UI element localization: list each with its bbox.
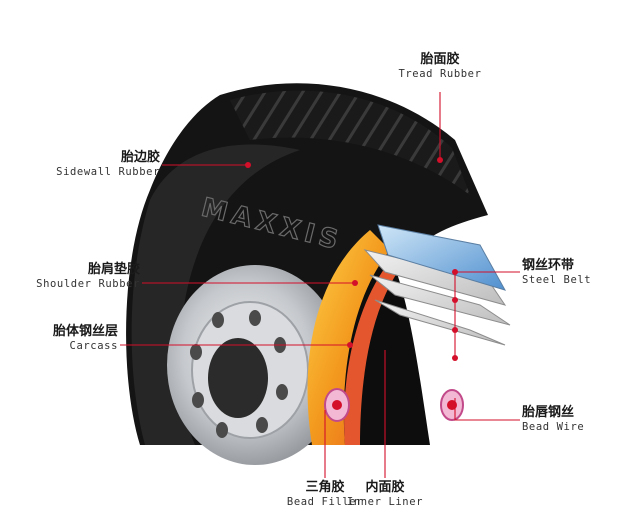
label-inner-liner-en: Inner Liner bbox=[346, 496, 424, 509]
label-shoulder-en: Shoulder Rubber bbox=[36, 278, 140, 291]
leader-bead-wire bbox=[454, 398, 520, 421]
label-shoulder-rubber: 胎肩垫胶 Shoulder Rubber bbox=[20, 262, 140, 291]
label-bead-wire-en: Bead Wire bbox=[522, 421, 585, 434]
bead-wire-left bbox=[324, 388, 350, 422]
label-tread-cn: 胎面胶 bbox=[420, 52, 460, 67]
carcass-ply bbox=[344, 255, 405, 445]
label-shoulder-cn: 胎肩垫胶 bbox=[87, 262, 140, 277]
lug-holes bbox=[190, 310, 288, 438]
label-steel-belt-cn: 钢丝环带 bbox=[522, 258, 575, 273]
leader-dots bbox=[245, 157, 458, 361]
label-tread-rubber: 胎面胶 Tread Rubber bbox=[395, 52, 485, 81]
label-steel-belt-en: Steel Belt bbox=[522, 274, 592, 287]
label-sidewall-cn: 胎边胶 bbox=[120, 150, 160, 165]
rim-hub bbox=[208, 338, 268, 418]
label-inner-liner: 内面胶 Inner Liner bbox=[330, 480, 440, 509]
label-bead-filler: 三角胶 Bead Filler bbox=[270, 480, 380, 509]
label-carcass-cn: 胎体钢丝层 bbox=[52, 324, 118, 339]
label-inner-liner-cn: 内面胶 bbox=[365, 480, 405, 495]
label-sidewall-en: Sidewall Rubber bbox=[56, 166, 160, 179]
label-bead-wire: 胎唇钢丝 Bead Wire bbox=[522, 405, 622, 434]
label-bead-filler-en: Bead Filler bbox=[286, 496, 364, 509]
label-steel-belt: 钢丝环带 Steel Belt bbox=[522, 258, 622, 287]
belt-ply-4 bbox=[374, 299, 506, 346]
bead-wire-right bbox=[440, 389, 464, 421]
label-bead-filler-cn: 三角胶 bbox=[305, 480, 345, 495]
tread-band bbox=[230, 90, 470, 195]
belt-ply-3 bbox=[369, 274, 511, 326]
label-carcass-en: Carcass bbox=[69, 340, 118, 353]
label-tread-en: Tread Rubber bbox=[398, 68, 482, 81]
label-carcass: 胎体钢丝层 Carcass bbox=[20, 324, 118, 353]
bead-filler-layer bbox=[307, 230, 390, 445]
label-sidewall-rubber: 胎边胶 Sidewall Rubber bbox=[40, 150, 160, 179]
label-bead-wire-cn: 胎唇钢丝 bbox=[522, 405, 575, 420]
belt-ply-1 bbox=[377, 224, 507, 291]
